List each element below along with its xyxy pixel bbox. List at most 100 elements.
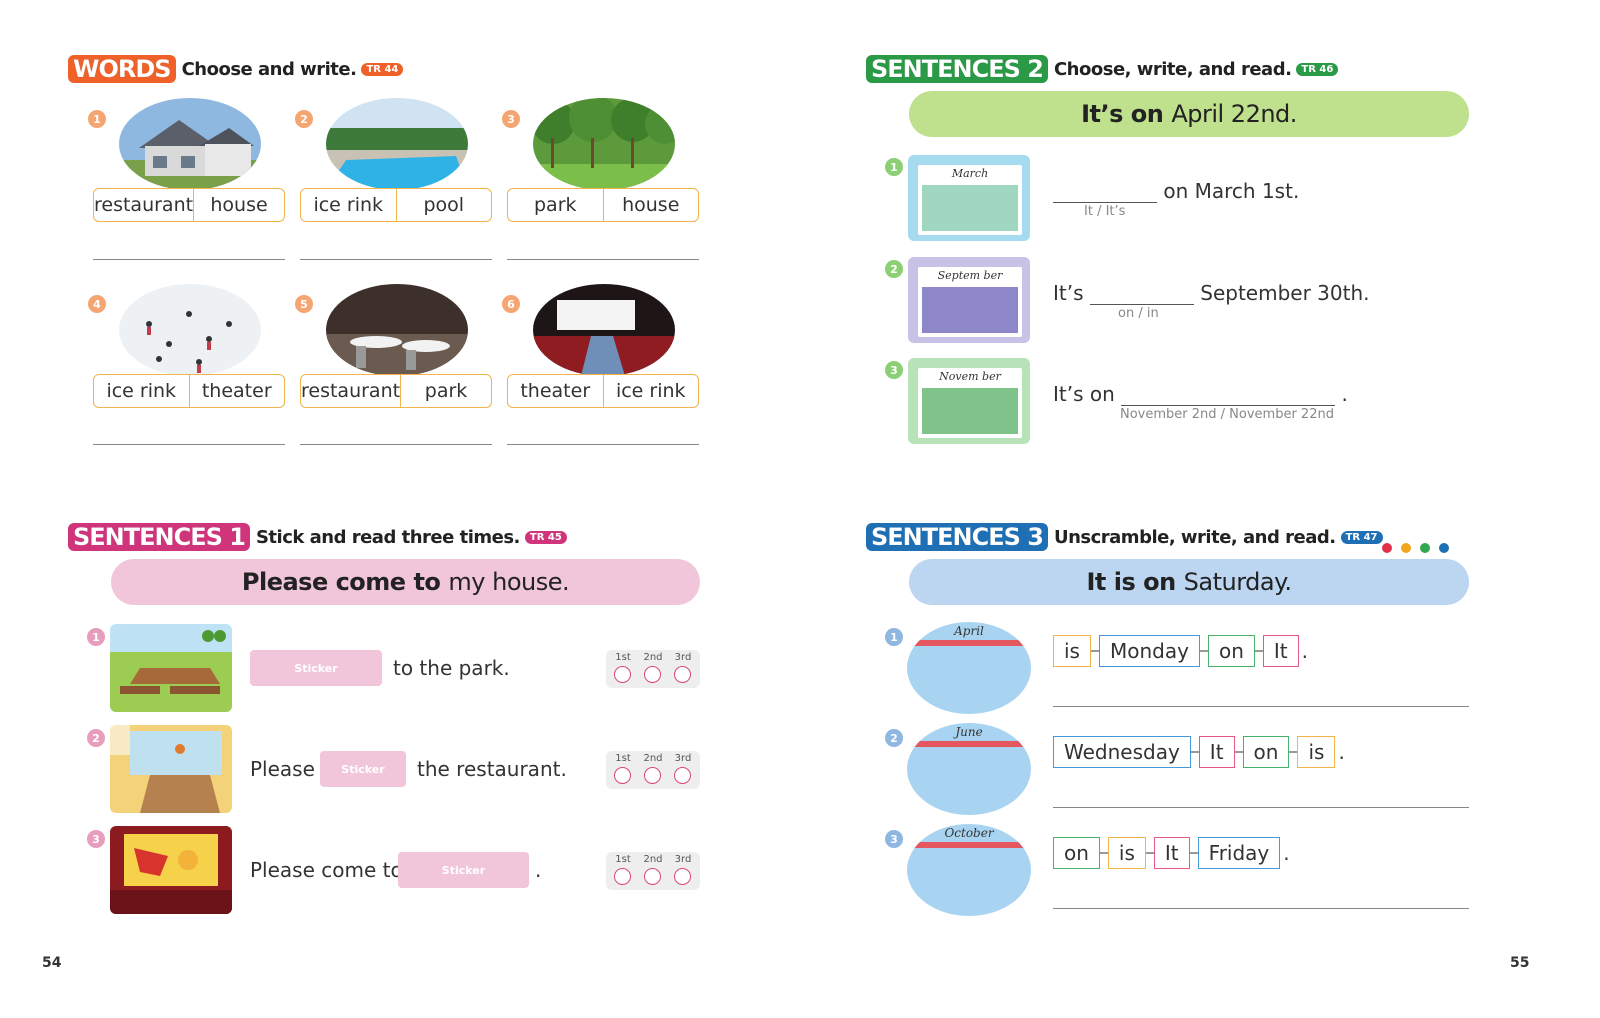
read-check-circle[interactable] (674, 666, 691, 683)
sentence-line: It’s on . (1053, 382, 1348, 406)
word-chip[interactable]: is (1297, 736, 1336, 768)
item-number: 3 (87, 830, 105, 848)
answer-blank[interactable] (1053, 181, 1157, 203)
house-photo (119, 98, 261, 190)
calendar-title: October (944, 826, 994, 840)
page-number-right: 55 (1510, 955, 1530, 971)
word-option[interactable]: park (508, 189, 604, 221)
track-badge[interactable]: TR 45 (524, 530, 567, 544)
calendar-title: Septem ber (937, 269, 1003, 282)
track-badge[interactable]: TR 44 (361, 62, 404, 76)
read-check-circle[interactable] (614, 767, 631, 784)
answer-line[interactable] (1053, 706, 1469, 707)
word-chip[interactable]: on (1207, 635, 1255, 667)
answer-line[interactable] (300, 444, 492, 445)
answer-line[interactable] (507, 259, 699, 260)
words-instruction: Choose and write. (181, 58, 357, 80)
word-choice[interactable]: park house (507, 188, 699, 222)
word-chip[interactable]: It (1153, 837, 1190, 869)
period: . (1338, 740, 1345, 764)
ice-rink-photo (119, 284, 261, 376)
times-label: 1st (615, 854, 631, 865)
answer-line[interactable] (93, 259, 285, 260)
sentence-text: Please come to (250, 858, 403, 882)
sticker-slot[interactable]: Sticker (320, 751, 406, 787)
sentences3-label: SENTENCES 3 (866, 523, 1048, 552)
word-chip[interactable]: on (1242, 736, 1290, 768)
sentences2-banner: It’s on April 22nd. (909, 91, 1469, 137)
word-chip[interactable]: Wednesday (1053, 736, 1191, 768)
sentence-text: It’s on (1053, 382, 1115, 406)
read-check-circle[interactable] (614, 666, 631, 683)
read-check-circle[interactable] (644, 767, 661, 784)
word-chip[interactable]: is (1053, 635, 1091, 667)
word-chip[interactable]: It (1198, 736, 1235, 768)
read-check-circle[interactable] (674, 868, 691, 885)
answer-blank[interactable] (1121, 384, 1336, 406)
word-option[interactable]: house (210, 194, 268, 216)
word-option[interactable]: restaurant (94, 189, 195, 221)
word-chip[interactable]: It (1262, 635, 1299, 667)
word-chips: Wednesday It on is . (1053, 736, 1345, 768)
calendar-november: Novem ber (908, 358, 1030, 444)
times-label: 2nd (643, 753, 663, 764)
words-header: WORDS Choose and write. TR 44 (68, 54, 404, 84)
word-option[interactable]: ice rink (301, 189, 397, 221)
sentences3-header: SENTENCES 3 Unscramble, write, and read.… (866, 522, 1383, 552)
banner-bold: Please come to (241, 568, 441, 596)
answer-blank[interactable] (1089, 283, 1194, 305)
calendar-october: October (907, 824, 1031, 916)
sentences2-label: SENTENCES 2 (866, 55, 1048, 84)
item-number: 1 (885, 158, 903, 176)
word-option[interactable]: ice rink (615, 380, 686, 402)
park-photo (533, 98, 675, 190)
word-option[interactable]: pool (423, 194, 465, 216)
word-chips: on is It Friday . (1053, 837, 1290, 869)
read-check-circle[interactable] (644, 868, 661, 885)
banner-bold: It’s on (1081, 100, 1164, 128)
words-label: WORDS (68, 55, 176, 84)
sentence-text: . (1341, 382, 1348, 406)
item-number: 3 (502, 110, 520, 128)
read-times-tracker: 1st 2nd 3rd (606, 751, 700, 789)
banner-text: Saturday. (1183, 568, 1292, 596)
word-choice[interactable]: ice rink pool (300, 188, 492, 222)
word-option[interactable]: house (622, 194, 680, 216)
track-badge[interactable]: TR 47 (1340, 530, 1383, 544)
answer-line[interactable] (93, 444, 285, 445)
word-choice[interactable]: theater ice rink (507, 374, 699, 408)
word-choice[interactable]: restaurant park (300, 374, 492, 408)
answer-line[interactable] (300, 259, 492, 260)
answer-line[interactable] (507, 444, 699, 445)
answer-line[interactable] (1053, 908, 1469, 909)
item-number: 2 (885, 260, 903, 278)
word-option[interactable]: restaurant (301, 375, 402, 407)
word-option[interactable]: theater (201, 380, 272, 402)
sentence-line: It’s September 30th. (1053, 281, 1369, 305)
read-check-circle[interactable] (674, 767, 691, 784)
calendar-title: March (951, 167, 989, 180)
times-label: 3rd (674, 753, 692, 764)
word-option[interactable]: ice rink (94, 375, 190, 407)
sticker-slot[interactable]: Sticker (398, 852, 529, 888)
period: . (1301, 639, 1308, 663)
read-check-circle[interactable] (644, 666, 661, 683)
calendar-june: June (907, 723, 1031, 815)
word-choice[interactable]: ice rink theater (93, 374, 285, 408)
word-chip[interactable]: on (1053, 837, 1100, 869)
word-option[interactable]: theater (508, 375, 604, 407)
sticker-slot[interactable]: Sticker (250, 650, 382, 686)
calendar-title: Novem ber (939, 370, 1001, 383)
answer-line[interactable] (1053, 807, 1469, 808)
choice-hint: It / It’s (1084, 204, 1126, 219)
choice-hint: November 2nd / November 22nd (1120, 407, 1334, 422)
sentence-text: Please (250, 757, 315, 781)
word-chip[interactable]: Monday (1098, 635, 1200, 667)
item-number: 2 (87, 729, 105, 747)
word-choice[interactable]: restaurant house (93, 188, 285, 222)
read-check-circle[interactable] (614, 868, 631, 885)
track-badge[interactable]: TR 46 (1296, 62, 1339, 76)
word-chip[interactable]: is (1107, 837, 1146, 869)
word-option[interactable]: park (424, 380, 468, 402)
word-chip[interactable]: Friday (1197, 837, 1281, 869)
